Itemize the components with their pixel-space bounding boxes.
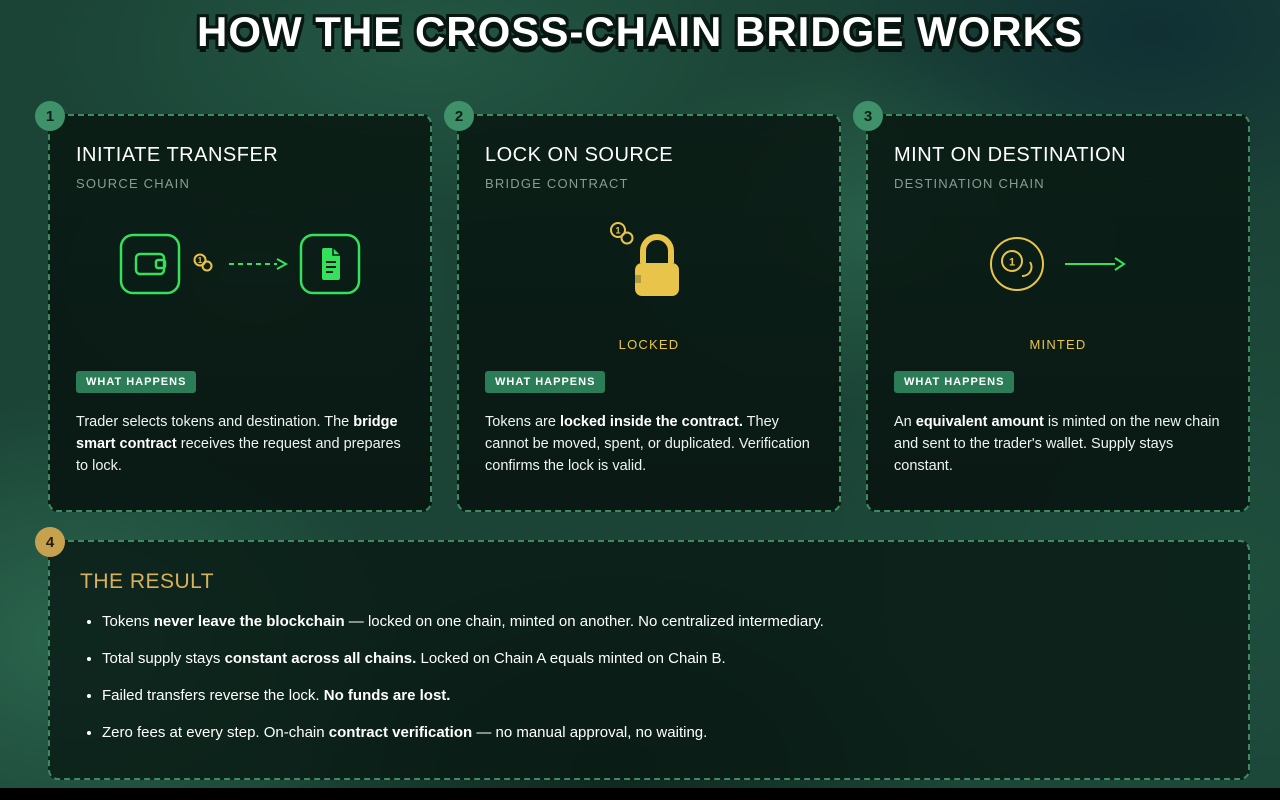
- step-subtitle: DESTINATION CHAIN: [894, 176, 1045, 191]
- step-illustration: 1: [894, 191, 1222, 337]
- step-subtitle: BRIDGE CONTRACT: [485, 176, 629, 191]
- step-number-badge: 1: [35, 101, 65, 131]
- steps-row: 1 INITIATE TRANSFER SOURCE CHAIN 1: [35, 101, 1250, 512]
- result-bullet: Failed transfers reverse the lock. No fu…: [102, 686, 1218, 706]
- step-description: Trader selects tokens and destination. T…: [76, 414, 401, 474]
- step-card-lock-on-source: 2 LOCK ON SOURCE BRIDGE CONTRACT 1 LOCKE…: [444, 101, 841, 512]
- what-happens-badge: WHAT HAPPENS: [894, 371, 1015, 393]
- step-caption: [76, 337, 404, 355]
- step-card-mint-on-destination: 3 MINT ON DESTINATION DESTINATION CHAIN …: [853, 101, 1250, 512]
- step-title: MINT ON DESTINATION: [894, 144, 1127, 166]
- result-bullet: Tokens never leave the blockchain — lock…: [102, 612, 1218, 632]
- step-illustration: 1: [76, 191, 404, 337]
- step-caption: LOCKED: [618, 337, 680, 352]
- result-bullet: Zero fees at every step. On-chain contra…: [102, 723, 1218, 743]
- what-happens-badge: WHAT HAPPENS: [485, 371, 606, 393]
- svg-text:1: 1: [615, 226, 620, 236]
- wallet-icon: [119, 233, 181, 295]
- step-title: INITIATE TRANSFER: [76, 144, 279, 166]
- result-number-badge: 4: [35, 527, 65, 557]
- lock-icon: 1: [610, 222, 679, 296]
- step-caption: MINTED: [1029, 337, 1087, 352]
- step-subtitle: SOURCE CHAIN: [76, 176, 191, 191]
- dashed-arrow-icon: [229, 258, 289, 270]
- arrow-icon: [1065, 257, 1126, 271]
- coins-icon: 1: [193, 253, 213, 272]
- step-description: Tokens are locked inside the contract. T…: [485, 414, 810, 474]
- svg-text:1: 1: [198, 256, 203, 265]
- step-number-badge: 2: [444, 101, 474, 131]
- step-number-badge: 3: [853, 101, 883, 131]
- result-list: Tokens never leave the blockchain — lock…: [80, 612, 1218, 743]
- result-panel: 4 THE RESULT Tokens never leave the bloc…: [35, 527, 1250, 780]
- page-title: HOW THE CROSS-CHAIN BRIDGE WORKS: [197, 8, 1083, 55]
- bottom-bar: [0, 788, 1280, 800]
- what-happens-badge: WHAT HAPPENS: [76, 371, 197, 393]
- result-bullet: Total supply stays constant across all c…: [102, 649, 1218, 669]
- svg-text:1: 1: [1009, 257, 1015, 269]
- step-title: LOCK ON SOURCE: [485, 144, 674, 166]
- coin-circle-icon: 1: [990, 237, 1126, 291]
- step-card-initiate-transfer: 1 INITIATE TRANSFER SOURCE CHAIN 1: [35, 101, 432, 512]
- step-illustration: 1: [485, 191, 813, 337]
- document-icon: [299, 233, 361, 295]
- result-title: THE RESULT: [80, 570, 215, 593]
- step-description: An equivalent amount is minted on the ne…: [894, 414, 1220, 474]
